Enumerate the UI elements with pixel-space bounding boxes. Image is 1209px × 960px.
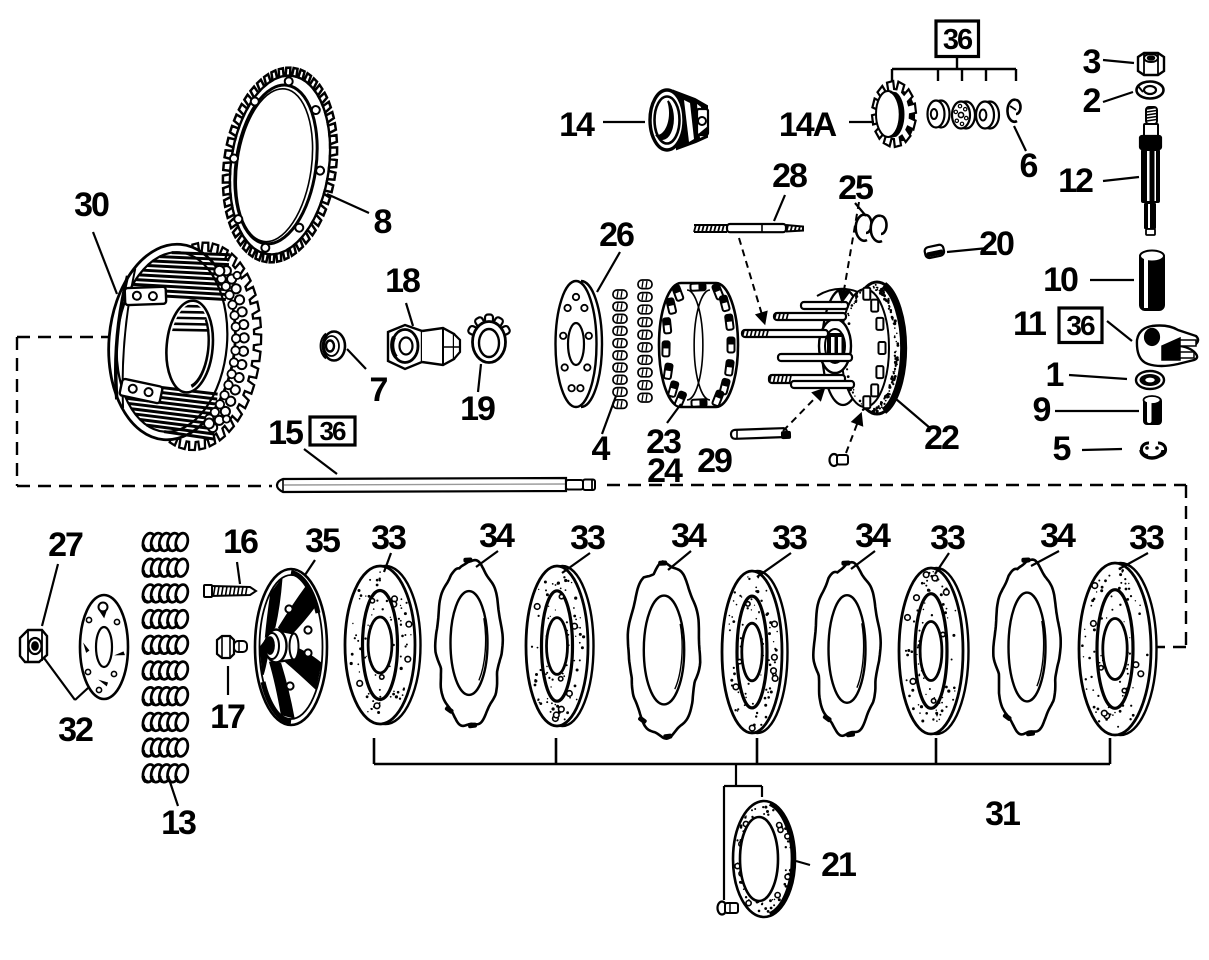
svg-text:16: 16 <box>223 523 258 561</box>
svg-text:3: 3 <box>1083 43 1101 81</box>
svg-text:6: 6 <box>1020 147 1038 185</box>
svg-text:33: 33 <box>772 519 807 557</box>
svg-text:27: 27 <box>48 526 83 564</box>
svg-text:25: 25 <box>838 169 873 207</box>
svg-text:4: 4 <box>592 430 611 468</box>
svg-text:17: 17 <box>210 698 245 736</box>
svg-text:21: 21 <box>821 846 856 884</box>
svg-text:9: 9 <box>1033 391 1051 429</box>
svg-text:26: 26 <box>599 216 634 254</box>
svg-text:10: 10 <box>1043 261 1078 299</box>
svg-text:18: 18 <box>385 262 420 300</box>
svg-text:11: 11 <box>1013 305 1046 343</box>
svg-text:14: 14 <box>559 106 595 144</box>
svg-text:1: 1 <box>1046 356 1064 394</box>
svg-text:8: 8 <box>374 203 392 241</box>
svg-text:23: 23 <box>646 423 681 461</box>
svg-text:33: 33 <box>1129 519 1164 557</box>
svg-text:33: 33 <box>371 519 406 557</box>
svg-text:24: 24 <box>647 452 683 490</box>
svg-text:36: 36 <box>1066 310 1095 341</box>
svg-text:33: 33 <box>930 519 965 557</box>
svg-text:34: 34 <box>1040 517 1076 555</box>
svg-text:34: 34 <box>671 517 707 555</box>
svg-text:12: 12 <box>1058 162 1093 200</box>
svg-text:33: 33 <box>570 519 605 557</box>
svg-text:2: 2 <box>1083 82 1101 120</box>
svg-text:30: 30 <box>74 186 109 224</box>
svg-text:34: 34 <box>855 517 891 555</box>
svg-text:36: 36 <box>943 24 973 56</box>
svg-text:14A: 14A <box>779 106 837 144</box>
svg-text:22: 22 <box>924 419 959 457</box>
svg-text:32: 32 <box>58 711 93 749</box>
svg-text:35: 35 <box>305 522 340 560</box>
svg-text:36: 36 <box>320 416 346 446</box>
svg-text:28: 28 <box>772 157 807 195</box>
svg-text:5: 5 <box>1053 430 1071 468</box>
svg-text:19: 19 <box>460 390 495 428</box>
svg-text:15: 15 <box>268 414 303 452</box>
svg-text:31: 31 <box>985 795 1020 833</box>
svg-text:34: 34 <box>479 517 515 555</box>
svg-text:13: 13 <box>161 804 196 842</box>
svg-text:7: 7 <box>370 371 388 409</box>
svg-text:20: 20 <box>979 225 1014 263</box>
svg-text:29: 29 <box>697 442 732 480</box>
